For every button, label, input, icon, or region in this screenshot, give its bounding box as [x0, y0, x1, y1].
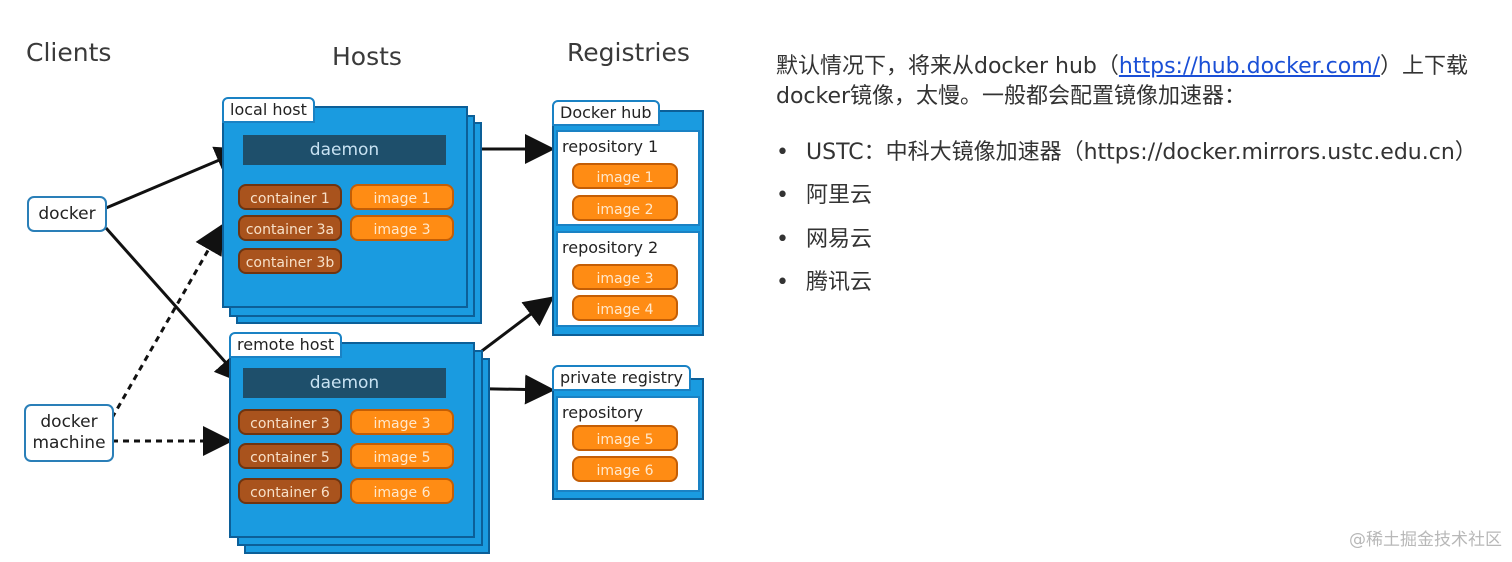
- bullet-item-ustc: • USTC：中科大镜像加速器（https://docker.mirrors.us…: [776, 138, 1477, 168]
- local-host-label: local host: [222, 97, 315, 123]
- remote-image-6: image 6: [350, 478, 454, 504]
- bullet-item-tencent: • 腾讯云: [776, 268, 872, 298]
- repository-2-label: repository 2: [562, 238, 659, 257]
- hub-image-2: image 2: [572, 195, 678, 221]
- intro-text-after: ）上下载docker镜像，太慢。一般都会配置镜像加速器：: [776, 54, 1469, 109]
- hub-image-1: image 1: [572, 163, 678, 189]
- local-daemon: daemon: [243, 135, 446, 165]
- docker-client-box: docker: [27, 196, 107, 232]
- hosts-title: Hosts: [332, 42, 402, 71]
- remote-host-label: remote host: [229, 332, 343, 358]
- intro-text-before: 默认情况下，将来从docker hub（: [776, 54, 1119, 79]
- remote-container-5: container 5: [238, 443, 342, 469]
- watermark: @稀土掘金技术社区: [1349, 530, 1502, 550]
- docker-client-label: docker: [38, 204, 96, 224]
- arrow-machine-to-local: [110, 223, 224, 419]
- docker-hub-label: Docker hub: [552, 100, 660, 126]
- local-container-1: container 1: [238, 184, 342, 210]
- docker-machine-label-1: docker: [40, 412, 98, 432]
- docker-hub-link[interactable]: https://hub.docker.com/: [1118, 54, 1381, 79]
- docker-machine-label-2: machine: [32, 433, 106, 453]
- bullet-text-netease: 网易云: [806, 227, 873, 252]
- arrow-docker-to-local-daemon: [105, 146, 246, 210]
- remote-container-6: container 6: [238, 478, 342, 504]
- private-registry-label: private registry: [552, 365, 691, 391]
- private-image-5: image 5: [572, 425, 678, 451]
- bullet-text-tencent: 腾讯云: [806, 270, 873, 295]
- bullet-dot: •: [776, 270, 789, 295]
- remote-image-5: image 5: [350, 443, 454, 469]
- clients-title: Clients: [26, 38, 112, 67]
- remote-container-3: container 3: [238, 409, 342, 435]
- private-repository-label: repository: [562, 403, 643, 422]
- repository-1-label: repository 1: [562, 137, 659, 156]
- bullet-dot: •: [776, 140, 789, 165]
- bullet-text-aliyun: 阿里云: [806, 183, 873, 208]
- hub-image-3: image 3: [572, 264, 678, 290]
- registries-title: Registries: [567, 38, 690, 67]
- local-image-1: image 1: [350, 184, 454, 210]
- local-image-3: image 3: [350, 215, 454, 241]
- intro-paragraph: 默认情况下，将来从docker hub（https://hub.docker.c…: [776, 52, 1496, 112]
- bullet-dot: •: [776, 183, 789, 208]
- arrow-docker-to-remote-daemon: [104, 227, 245, 385]
- docker-machine-box: docker machine: [24, 404, 114, 462]
- bullet-item-netease: • 网易云: [776, 225, 872, 255]
- bullet-dot: •: [776, 227, 789, 252]
- hub-image-4: image 4: [572, 295, 678, 321]
- local-container-3a: container 3a: [238, 215, 342, 241]
- local-container-3b: container 3b: [238, 248, 342, 274]
- private-image-6: image 6: [572, 456, 678, 482]
- bullet-item-aliyun: • 阿里云: [776, 181, 872, 211]
- remote-image-3: image 3: [350, 409, 454, 435]
- bullet-text-ustc: USTC：中科大镜像加速器（https://docker.mirrors.ust…: [806, 140, 1477, 165]
- remote-daemon: daemon: [243, 368, 446, 398]
